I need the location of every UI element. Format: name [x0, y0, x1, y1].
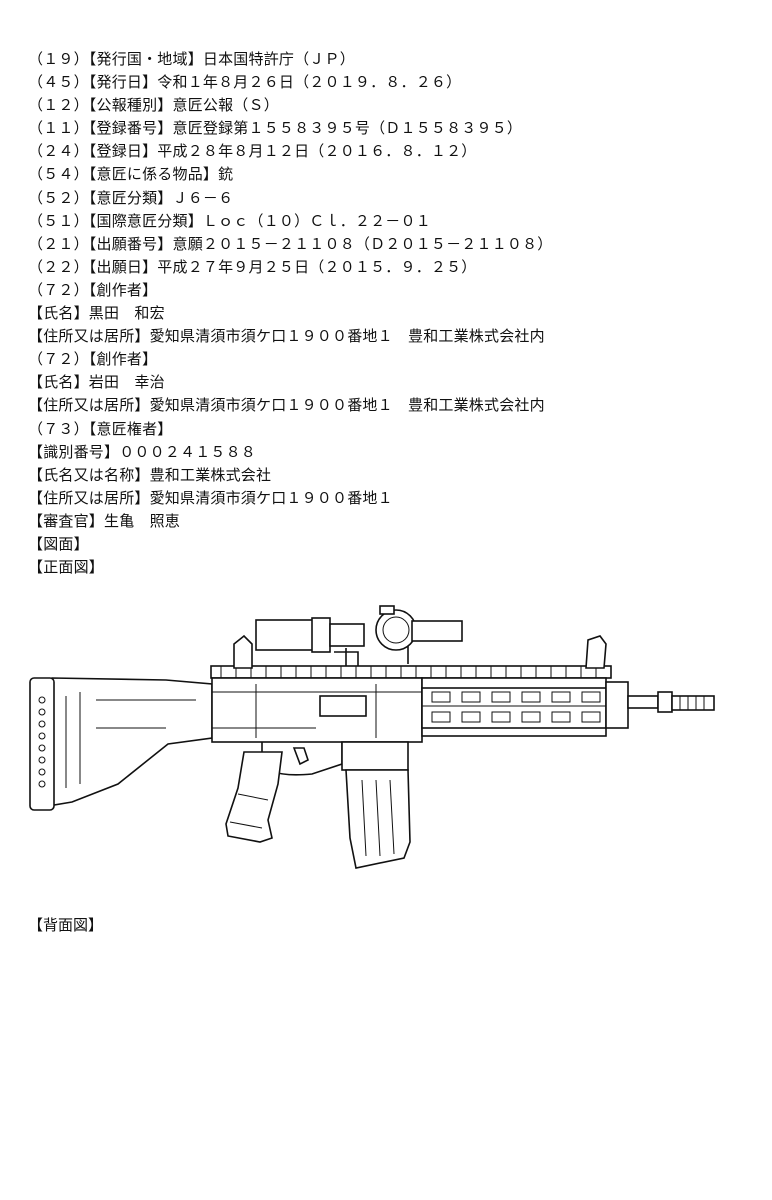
issue-date-line: （４５）【発行日】令和１年８月２６日（２０１９．８．２６）: [28, 73, 462, 92]
application-number-line: （２１）【出願番号】意願２０１５－２１１０８（Ｄ２０１５－２１１０８）: [28, 234, 553, 253]
examiner-line: 【審査官】生亀 照恵: [28, 511, 181, 530]
front-view-drawing: [16, 588, 716, 880]
gazette-text: （１９）【発行国・地域】日本国特許庁（ＪＰ） （４５）【発行日】令和１年８月２６…: [28, 48, 748, 579]
filing-date-line: （２２）【出願日】平成２７年９月２５日（２０１５．９．２５）: [28, 257, 477, 276]
handguard-drawing: [421, 677, 607, 737]
scope-drawing: [255, 605, 463, 666]
top-rail: [210, 634, 612, 679]
back-view-label: 【背面図】: [28, 916, 104, 934]
creator-name: 【氏名】黒田 和宏: [28, 304, 165, 323]
grip-drawing: [225, 751, 283, 843]
creator-address: 【住所又は居所】愛知県清須市須ケ口１９００番地１ 豊和工業株式会社内: [28, 327, 545, 346]
registration-number-line: （１１）【登録番号】意匠登録第１５５８３９５号（Ｄ１５５８３９５）: [28, 119, 523, 138]
registration-date-line: （２４）【登録日】平成２８年８月１２日（２０１６．８．１２）: [28, 142, 477, 161]
front-view-label: 【正面図】: [28, 558, 105, 577]
creator-header: （７２）【創作者】: [28, 280, 158, 299]
barrel-drawing: [605, 681, 715, 729]
country-line: （１９）【発行国・地域】日本国特許庁（ＪＰ）: [28, 50, 355, 68]
drawings-label: 【図面】: [28, 534, 89, 553]
right-holder-id: 【識別番号】０００２４１５８８: [28, 442, 257, 461]
creator-name: 【氏名】岩田 幸治: [28, 373, 165, 392]
creator-address: 【住所又は居所】愛知県清須市須ケ口１９００番地１ 豊和工業株式会社内: [28, 396, 545, 415]
gazette-type-line: （１２）【公報種別】意匠公報（Ｓ）: [28, 96, 279, 115]
article-line: （５４）【意匠に係る物品】銃: [28, 165, 234, 184]
right-holder-name: 【氏名又は名称】豊和工業株式会社: [28, 465, 272, 484]
intl-classification-line: （５１）【国際意匠分類】Ｌｏｃ（１０）Ｃｌ．２２－０１: [28, 211, 431, 230]
classification-line: （５２）【意匠分類】Ｊ６－６: [28, 188, 234, 207]
stock-drawing: [29, 677, 213, 811]
right-holder-address: 【住所又は居所】愛知県清須市須ケ口１９００番地１: [28, 488, 393, 507]
magazine-drawing: [345, 769, 411, 869]
receiver-drawing: [211, 677, 423, 776]
creator-header: （７２）【創作者】: [28, 350, 158, 369]
right-holder-header: （７３）【意匠権者】: [28, 419, 173, 438]
